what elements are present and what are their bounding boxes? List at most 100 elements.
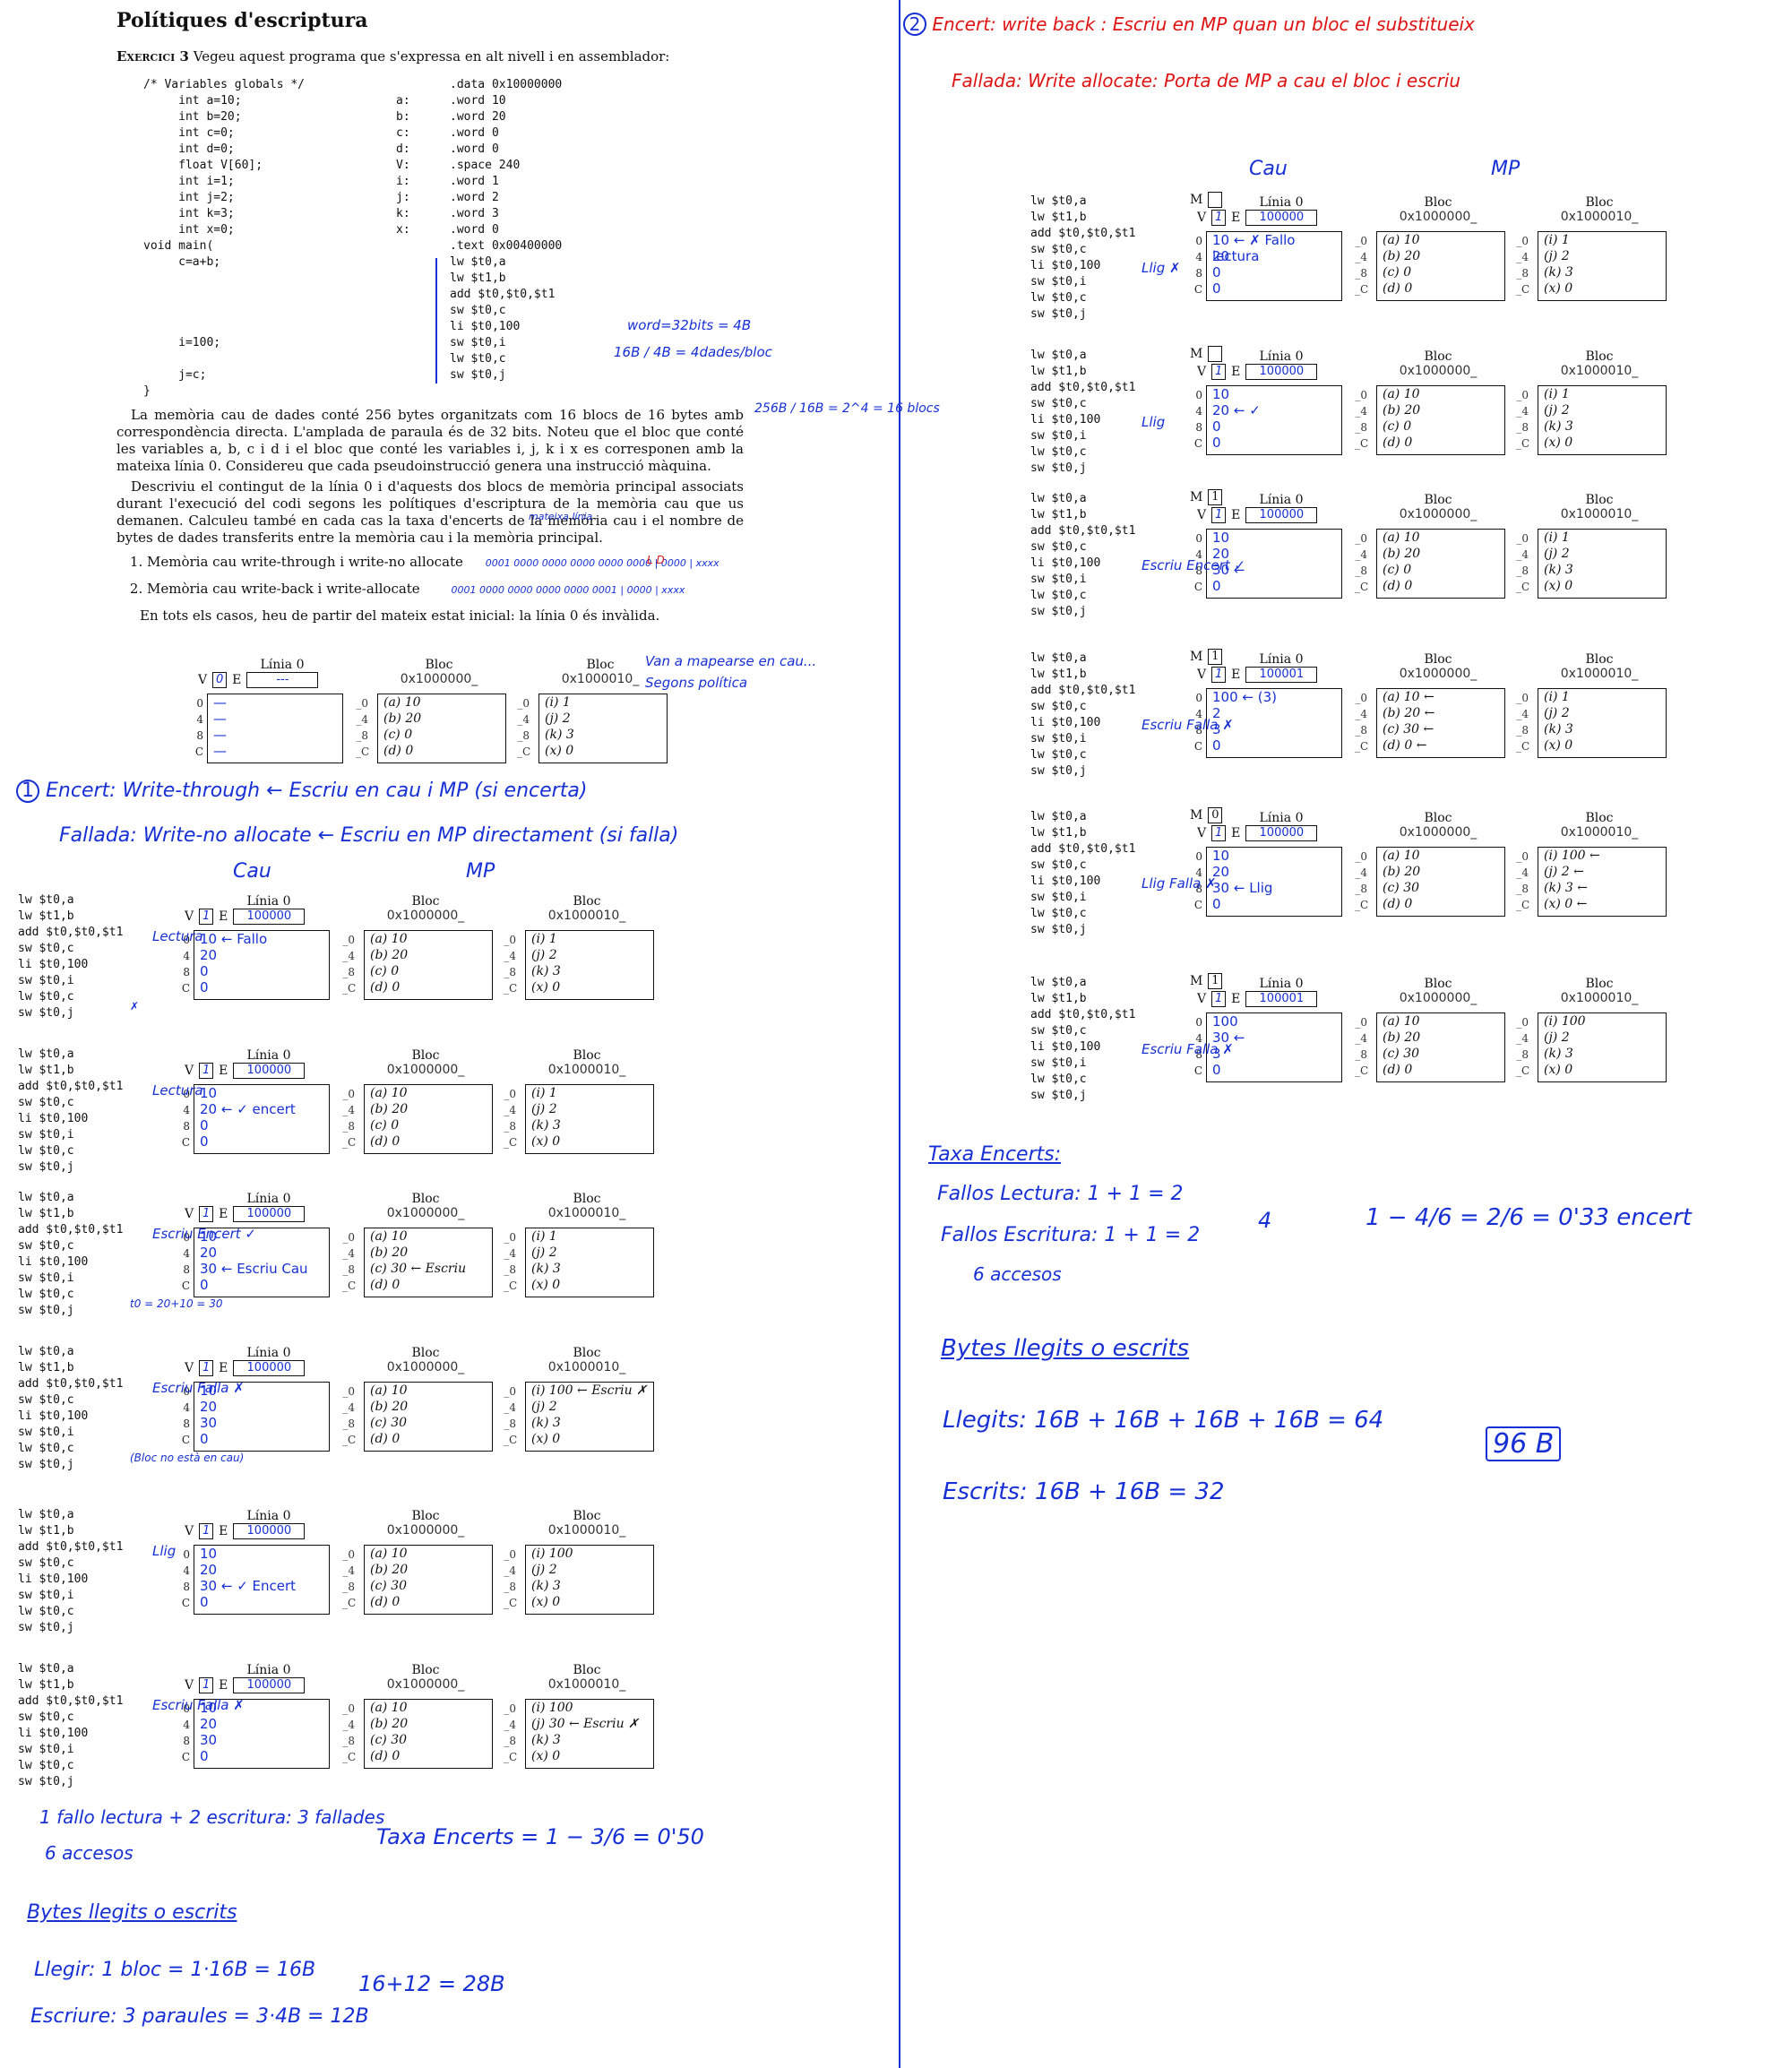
word-note: word=32bits = 4B: [627, 317, 752, 333]
m-label: M: [1190, 347, 1203, 361]
cache-data-row: 20: [200, 947, 218, 963]
block-a-data-row: (d) 0: [1383, 1063, 1413, 1077]
block-i-addr: 0x1000010_: [1560, 991, 1639, 1005]
cache-data-row: 10: [1212, 386, 1230, 402]
block-i-data-row: (x) 0: [531, 1432, 561, 1446]
block-a-data-row: (a) 10: [370, 1547, 408, 1561]
block-i-data-row: (i) 1: [1544, 233, 1570, 247]
block-a-data-row: (c) 0: [1383, 563, 1412, 577]
block-i-data-row: (x) 0 ←: [1544, 897, 1588, 911]
v-label: V: [185, 1678, 194, 1693]
block-a-title: Bloc: [1424, 811, 1452, 825]
v-box: 1: [199, 1360, 214, 1376]
left-column: Polítiques d'escriptura Exercici 3 Vegeu…: [116, 0, 940, 624]
cache-data-row: 30: [200, 1415, 218, 1431]
block-i-data-row: (x) 0: [545, 744, 574, 758]
e-box: 100000: [1245, 364, 1318, 380]
block-i-data-row: (k) 3 ←: [1544, 881, 1588, 895]
block-a-addr: 0x1000000_: [1399, 991, 1478, 1005]
block-i-addr: 0x1000010_: [547, 1360, 626, 1374]
section-title: Polítiques d'escriptura: [116, 9, 368, 32]
line-title: Línia 0: [246, 1663, 291, 1677]
e-label: E: [219, 1207, 228, 1221]
block-a-data-row: (d) 0: [370, 1278, 401, 1292]
wt-read: Llegir: 1 bloc = 1·16B = 16B: [34, 1959, 316, 1981]
cache-data-row: 3: [1212, 1046, 1221, 1062]
wb-title: 2 Encert: write back : Escriu en MP quan…: [903, 13, 1475, 36]
block-a-offsets: _0_4_8_C: [356, 697, 370, 758]
block-i-data-row: (i) 100: [531, 1547, 573, 1561]
block-i-data-row: (j) 2: [545, 711, 571, 726]
instruction-list: lw $t0,a lw $t1,b add $t0,$t0,$t1 sw $t0…: [18, 1508, 124, 1634]
line-title: Línia 0: [1259, 811, 1304, 825]
cache-data-row: 20 ← ✓ encert: [200, 1101, 296, 1117]
block-i-title: Bloc: [1585, 349, 1614, 364]
v-box: 1: [1211, 991, 1227, 1007]
instruction-list: lw $t0,a lw $t1,b add $t0,$t0,$t1 sw $t0…: [1030, 194, 1136, 321]
block-a-offsets: _0_4_8_C: [342, 934, 357, 995]
e-box: 100001: [1245, 667, 1318, 683]
block-a-offsets: _0_4_8_C: [1355, 1016, 1369, 1077]
m-box: 1: [1208, 649, 1223, 665]
block-i-data-row: (j) 2: [1544, 706, 1570, 720]
block-i-data-row: (j) 2: [531, 1400, 557, 1414]
wb-bytes-title: Bytes llegits o escrits: [941, 1335, 1190, 1362]
block-i-data-row: (j) 2: [531, 1102, 557, 1116]
v-label: V: [1197, 365, 1207, 379]
cache-data-row: 30 ← Escriu Cau: [200, 1261, 308, 1277]
block-a-data-row: (b) 20: [1383, 403, 1421, 418]
e-label: E: [1231, 211, 1241, 225]
asm-code: .data 0x10000000 .word 10 .word 20 .word…: [450, 78, 563, 382]
block-i-offsets: _0_4_8_C: [1516, 850, 1530, 911]
cache-data-row: 30 ←: [1212, 1030, 1245, 1046]
block-a-offsets: _0_4_8_C: [1355, 850, 1369, 911]
problem-para2: Descriviu el contingut de la línia 0 i d…: [116, 478, 744, 546]
cache-data-row: 30 ← Llig: [1212, 880, 1273, 896]
block-a-data-row: (c) 30 ← Escriu: [370, 1262, 467, 1276]
v-label: V: [198, 673, 208, 687]
block-a-data-row: (a) 10: [370, 932, 408, 946]
block-i-data-row: (j) 30 ← Escriu ✗: [531, 1717, 639, 1731]
line-title: Línia 0: [246, 1192, 291, 1206]
block-a-data-row: (b) 20: [1383, 865, 1421, 879]
option-2: Memòria cau write-back i write-allocate …: [147, 581, 878, 597]
wt-mp-label: MP: [466, 860, 495, 883]
wt-annotation: Escriu Falla ✗: [152, 1380, 245, 1396]
block-i-addr: 0x1000010_: [547, 1063, 626, 1077]
page-divider: [899, 0, 900, 2068]
state-panel: lw $t0,a lw $t1,b add $t0,$t0,$t1 sw $t0…: [1030, 973, 1676, 1118]
wt-annotation: Llig: [152, 1543, 177, 1559]
block-i-addr: 0x1000010_: [561, 672, 640, 686]
instruction-list: lw $t0,a lw $t1,b add $t0,$t0,$t1 sw $t0…: [1030, 976, 1136, 1102]
block-a-data: (a) 10(b) 20(c) 30 ← Escriu(d) 0: [364, 1228, 493, 1297]
block-a-addr: 0x1000000_: [386, 1063, 465, 1077]
block-a-data-row: (c) 0: [370, 1118, 400, 1133]
wb-total: 96 B: [1486, 1426, 1562, 1461]
block-a-data-row: (b) 20: [370, 1400, 409, 1414]
state-panel: lw $t0,a lw $t1,b add $t0,$t0,$t1 sw $t0…: [1030, 649, 1676, 794]
block-i-data-row: (i) 100 ←: [1544, 849, 1600, 863]
cache-data-row: 10 ← Fallo: [200, 931, 268, 947]
